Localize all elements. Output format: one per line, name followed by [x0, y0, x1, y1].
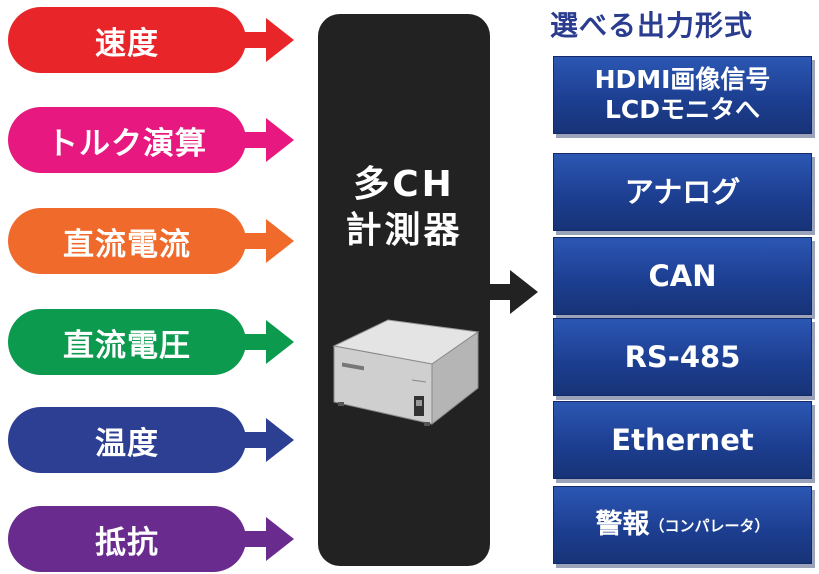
output-label: HDMI画像信号: [594, 65, 771, 94]
instrument-device-image: [332, 319, 480, 426]
output-label: CAN: [648, 259, 717, 293]
output-label: アナログ: [624, 175, 741, 209]
output-ethernet: Ethernet: [553, 401, 812, 479]
arrow-right-icon: [238, 18, 294, 62]
output-label-line2: LCDモニタへ: [604, 95, 761, 124]
multi-channel-instrument-box: 多CH 計測器: [318, 14, 490, 566]
arrow-right-icon: [238, 517, 294, 561]
instrument-title-line2: 計測器: [345, 210, 463, 251]
output-rs485: RS-485: [553, 318, 812, 396]
output-can: CAN: [553, 237, 812, 315]
arrow-right-icon: [486, 270, 538, 314]
arrow-right-icon: [238, 418, 294, 462]
instrument-title-line1: 多CH: [353, 164, 455, 205]
input-pill-speed: 速度: [8, 7, 246, 73]
input-label: トルク演算: [47, 125, 207, 162]
output-alarm: 警報 （コンパレータ）: [553, 486, 812, 564]
input-label: 直流電流: [63, 226, 191, 263]
arrow-right-icon: [238, 118, 294, 162]
input-label: 抵抗: [95, 524, 159, 561]
output-analog: アナログ: [553, 153, 812, 231]
output-label-sub: （コンパレータ）: [649, 516, 770, 535]
input-label: 速度: [95, 25, 159, 62]
output-hdmi: HDMI画像信号 LCDモニタへ: [553, 56, 812, 134]
input-pill-torque: トルク演算: [8, 107, 246, 173]
input-pill-resistance: 抵抗: [8, 506, 246, 572]
input-label: 温度: [95, 425, 159, 462]
output-label: Ethernet: [611, 423, 754, 457]
input-pill-dc-current: 直流電流: [8, 208, 246, 274]
output-label: RS-485: [624, 340, 741, 374]
input-pill-dc-voltage: 直流電圧: [8, 309, 246, 375]
output-label: 警報: [595, 509, 650, 540]
arrow-right-icon: [238, 320, 294, 364]
output-options-title: 選べる出力形式: [550, 9, 754, 42]
input-pill-temperature: 温度: [8, 407, 246, 473]
arrow-right-icon: [238, 219, 294, 263]
input-label: 直流電圧: [63, 327, 191, 364]
